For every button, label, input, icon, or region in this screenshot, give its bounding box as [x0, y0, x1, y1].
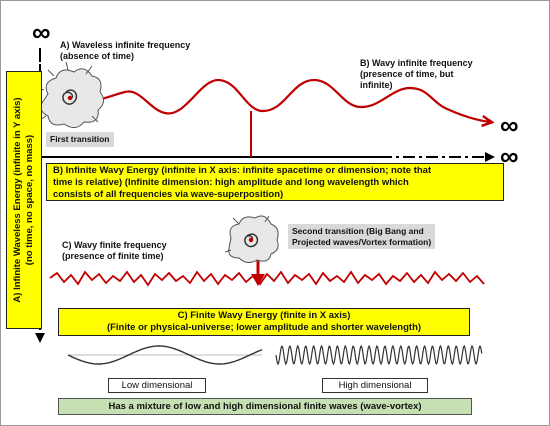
- low-dimensional-label: Low dimensional: [108, 378, 206, 393]
- high-dimensional-label: High dimensional: [322, 378, 428, 393]
- wavy-infinite-wave: [89, 78, 490, 122]
- waveless-title: A) Waveless infinite frequency: [60, 40, 191, 50]
- box-b-line1: B) Infinite Wavy Energy (infinite in X a…: [53, 165, 432, 176]
- high-dimensional-wave: [275, 344, 483, 366]
- low-dimensional-wave: [67, 345, 263, 365]
- first-transition-cloud: [37, 61, 104, 128]
- vertical-box-line1: A) Infinite Waveless Energy (infinite in…: [12, 97, 23, 303]
- infinity-symbol-top: ∞: [32, 17, 51, 47]
- second-transition-cloud: [224, 215, 279, 264]
- wavy-infinite-sub2: infinite): [360, 80, 393, 90]
- infinity-symbol-wave: ∞: [500, 110, 519, 140]
- vertical-box-text: A) Infinite Waveless Energy (infinite in…: [12, 75, 36, 325]
- infinity-symbol-axis: ∞: [500, 141, 519, 171]
- finite-wave: [49, 270, 485, 287]
- wavy-finite-subtitle: (presence of finite time): [62, 251, 164, 261]
- waveless-subtitle: (absence of time): [60, 51, 135, 61]
- summary-box: Has a mixture of low and high dimensiona…: [58, 398, 472, 415]
- box-b-line2: time is relative) (Infinite dimension: h…: [53, 177, 409, 188]
- wavy-infinite-sub1: (presence of time, but: [360, 69, 454, 79]
- infinite-wavy-energy-box: B) Infinite Wavy Energy (infinite in X a…: [46, 163, 504, 201]
- box-c-line2: (Finite or physical-universe; lower ampl…: [106, 322, 422, 333]
- second-transition-label: Second transition (Big Bang and Projecte…: [288, 224, 436, 249]
- infinite-waveless-energy-box: A) Infinite Waveless Energy (infinite in…: [6, 71, 42, 329]
- vertical-box-line2: (no time, no space, no mass): [24, 134, 35, 266]
- finite-wavy-energy-box: C) Finite Wavy Energy (finite in X axis)…: [58, 308, 470, 336]
- box-b-line3: consists of all frequencies via wave-sup…: [53, 189, 284, 200]
- box-c-line1: C) Finite Wavy Energy (finite in X axis): [177, 310, 351, 321]
- second-transition-line1: Second transition (Big Bang and: [292, 226, 424, 236]
- first-transition-label: First transition: [46, 132, 114, 147]
- wavy-infinite-title: B) Wavy infinite frequency: [360, 58, 473, 68]
- wavy-finite-title: C) Wavy finite frequency: [62, 240, 167, 250]
- second-transition-line2: Projected waves/Vortex formation): [292, 236, 432, 247]
